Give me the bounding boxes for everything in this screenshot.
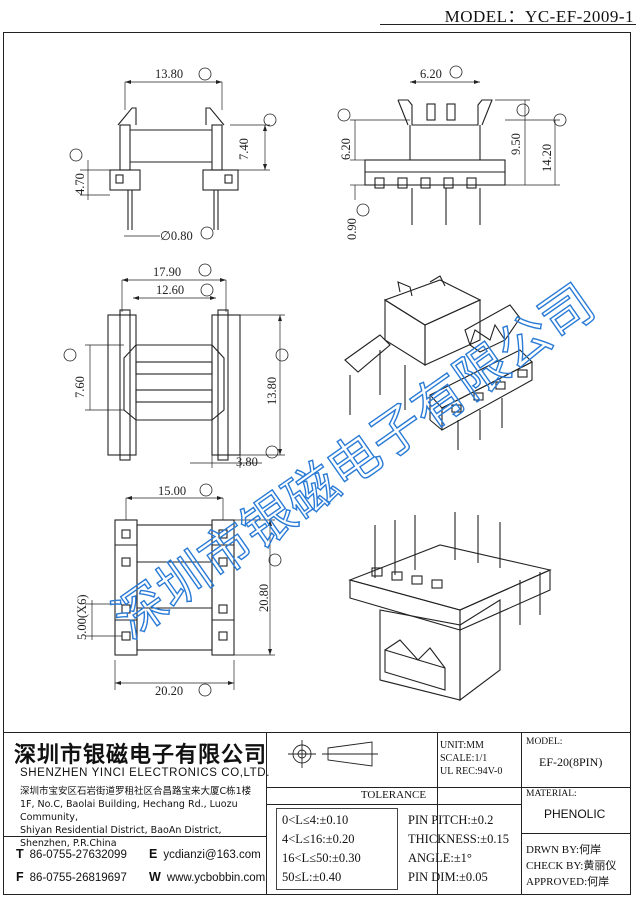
dim-o: 15.00 [158, 484, 186, 498]
dim-f: 0.90 [345, 218, 359, 240]
projection-symbol [288, 740, 378, 768]
tolerance-title: TOLERANCE [360, 789, 427, 801]
isometric-view-top [344, 275, 533, 450]
tolerance-2: 4<L≤16:±0.20 [282, 832, 355, 846]
tolerance-3: 16<L≤50:±0.30 [282, 851, 361, 865]
dim-n: 3.80 [236, 455, 258, 469]
dim-b: 13.80 [155, 67, 183, 81]
dim-i: 14.20 [540, 144, 554, 172]
company-name-cn: 深圳市银磁电子有限公司 [14, 743, 268, 768]
dim-k: 17.90 [153, 265, 181, 279]
approved-by: APPROVED:何岸 [526, 876, 610, 888]
address-en-1: 1F, No.C, Baolai Building, Hechang Rd., … [20, 799, 238, 823]
isometric-view-bottom [348, 512, 552, 702]
dim-m: 13.80 [265, 377, 279, 405]
model-number: MODEL：YC-EF-2009-1 [444, 7, 634, 26]
angle: ANGLE:±1° [408, 851, 472, 865]
checked-by: CHECK BY:黄丽仪 [526, 860, 617, 872]
dim-g: 6.20 [420, 67, 442, 81]
thickness: THICKNESS:±0.15 [408, 832, 509, 846]
dim-q: 20.20 [155, 684, 183, 698]
header-rule [380, 24, 636, 25]
tolerance-1: 0<L≤4:±0.10 [282, 813, 349, 827]
dim-j: 7.60 [73, 376, 87, 398]
dim-pitch: 5.00(X6) [75, 595, 89, 640]
top-view [107, 309, 241, 461]
tolerance-box [276, 808, 398, 890]
address: 深圳市宝安区石岩街道罗租社区合昌路宝来大厦C栋1楼 1F, No.C, Baol… [20, 785, 265, 850]
bottom-view [114, 519, 235, 656]
material-label: MATERIAL: [526, 789, 577, 799]
drawn-by: DRWN BY:何岸 [526, 844, 602, 856]
side-view [364, 99, 506, 225]
company-name-en: SHENZHEN YINCI ELECTRONICS CO,LTD. [20, 767, 271, 779]
tolerance-4: 50≤L:±0.40 [282, 870, 342, 884]
title-block: 深圳市银磁电子有限公司 SHENZHEN YINCI ELECTRONICS C… [4, 732, 630, 895]
address-en-2: Shiyan Residential District, BaoAn Distr… [20, 825, 222, 836]
model-label: MODEL: [526, 737, 563, 747]
unit-info: UNIT:MM SCALE:1/1 UL REC:94V-0 [440, 740, 503, 777]
dim-d: ∅0.80 [160, 229, 193, 243]
dim-e: 6.20 [339, 138, 353, 160]
material-value: PHENOLIC [544, 807, 606, 821]
dim-p: 20.80 [257, 584, 271, 612]
dim-c: 7.40 [237, 138, 251, 160]
pin-pitch: PIN PITCH:±0.2 [408, 813, 494, 827]
dim-h: 9.50 [509, 133, 523, 155]
drawing-frame [3, 32, 631, 895]
dim-l: 12.60 [156, 283, 184, 297]
dim-a: 4.70 [73, 173, 87, 195]
model-value: EF-20(8PIN) [539, 755, 603, 769]
address-cn: 深圳市宝安区石岩街道罗租社区合昌路宝来大厦C栋1楼 [20, 786, 252, 797]
front-view [109, 107, 239, 230]
address-en-3: Shenzhen, P.R.China [20, 838, 117, 849]
pin-dim: PIN DIM:±0.05 [408, 870, 488, 884]
